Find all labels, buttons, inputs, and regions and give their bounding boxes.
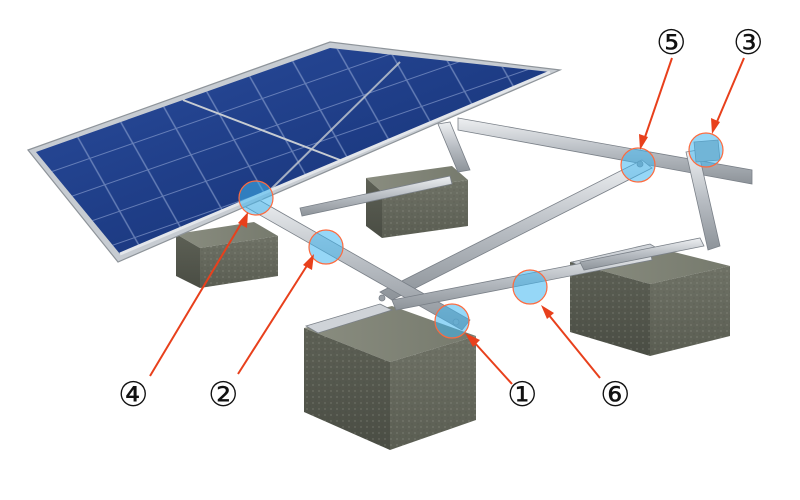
highlight-5: [620, 147, 656, 183]
arrow-3: [711, 57, 745, 134]
callout-labels: ① ② ③ ④ ⑤ ⑥: [118, 23, 763, 415]
arrow-2: [237, 254, 314, 375]
solar-panel: [27, 41, 563, 263]
callout-4: ④: [118, 375, 148, 415]
concrete-block-back: [366, 166, 468, 238]
callout-arrows: [149, 57, 745, 385]
highlight-markers: [238, 132, 724, 339]
callout-1: ①: [507, 375, 537, 415]
highlight-6: [512, 269, 548, 305]
highlight-3: [688, 132, 724, 168]
arrow-1: [465, 333, 513, 385]
callout-2: ②: [208, 375, 238, 415]
callout-6: ⑥: [600, 375, 630, 415]
arrow-4: [149, 212, 248, 377]
arrow-6: [541, 305, 601, 379]
highlight-1: [434, 303, 470, 339]
callout-5: ⑤: [656, 23, 686, 63]
highlight-4: [238, 180, 274, 216]
arrow-5: [639, 57, 673, 150]
concrete-block-left: [176, 222, 278, 288]
callout-3: ③: [733, 23, 763, 63]
highlight-2: [308, 229, 344, 265]
